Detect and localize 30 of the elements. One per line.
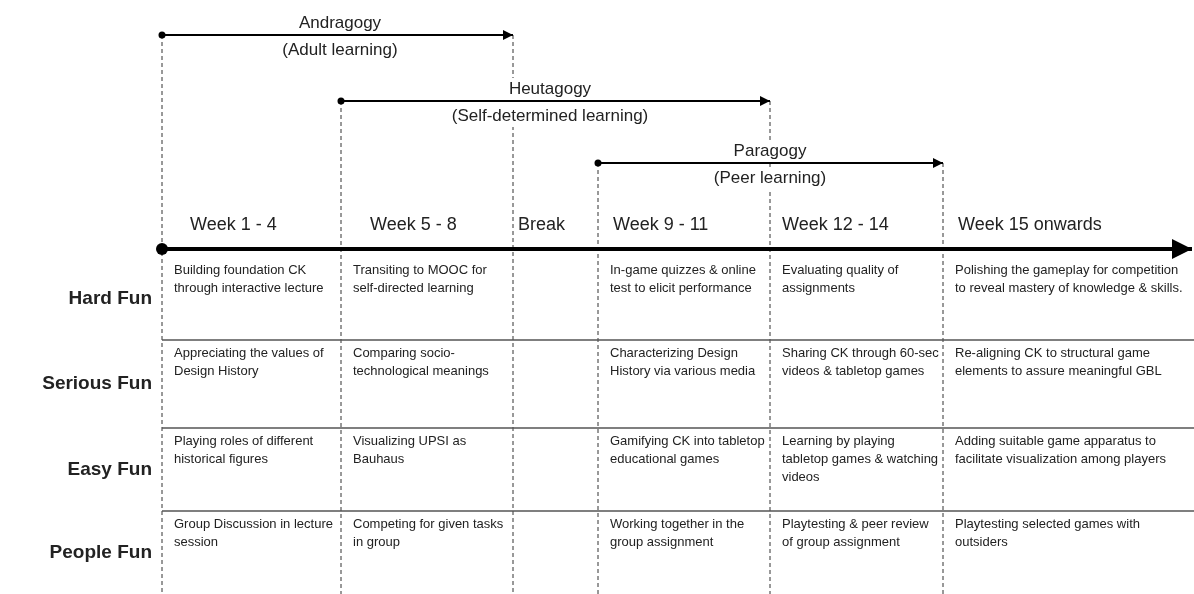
cell-text: Comparing socio-technological meanings xyxy=(353,344,490,380)
cell-text: Playtesting & peer review of group assignment xyxy=(782,515,930,551)
cell-text: Evaluating quality of assignments xyxy=(782,261,900,297)
row-label: Easy Fun xyxy=(66,456,152,481)
cell-text: Building foundation CK through interactive lecture xyxy=(174,261,325,297)
cell-text: Group Discussion in lecture session xyxy=(174,515,334,551)
week-header: Week 1 - 4 xyxy=(190,213,277,236)
week-header: Week 9 - 11 xyxy=(613,213,709,236)
row-label: Hard Fun xyxy=(67,285,152,310)
cell-text: Visualizing UPSI as Bauhaus xyxy=(353,432,468,468)
cell-text: Competing for given tasks in group xyxy=(353,515,505,551)
week-header: Week 15 onwards xyxy=(958,213,1102,236)
cell-text: Re-aligning CK to structural game elements to assure meaningful GBL xyxy=(955,344,1163,380)
cell-text: Sharing CK through 60-sec videos & tabletop games xyxy=(782,344,939,380)
cell-text: Working together in the group assignment xyxy=(610,515,746,551)
cell-text: Learning by playing tabletop games & watching videos xyxy=(782,432,939,486)
cell-text: Adding suitable game apparatus to facilitate visualization among players xyxy=(955,432,1167,468)
row-label: Serious Fun xyxy=(41,371,152,395)
row-label: People Fun xyxy=(48,539,152,564)
cell-text: Transiting to MOOC for self-directed learning xyxy=(353,261,488,297)
cell-text: Playtesting selected games with outsiders xyxy=(955,515,1141,551)
cell-text: Playing roles of different historical figures xyxy=(174,432,315,468)
cell-text: Polishing the gameplay for competition to reveal mastery of knowledge & skills. xyxy=(955,261,1184,297)
week-header: Week 12 - 14 xyxy=(782,213,889,236)
week-header: Week 5 - 8 xyxy=(370,213,457,236)
week-header: Break xyxy=(518,213,566,236)
cell-text: In-game quizzes & online test to elicit performance xyxy=(610,261,757,297)
cell-text: Appreciating the values of Design History xyxy=(174,344,325,380)
cell-text: Gamifying CK into tabletop educational games xyxy=(610,432,766,468)
cell-text: Characterizing Design History via various media xyxy=(610,344,757,380)
